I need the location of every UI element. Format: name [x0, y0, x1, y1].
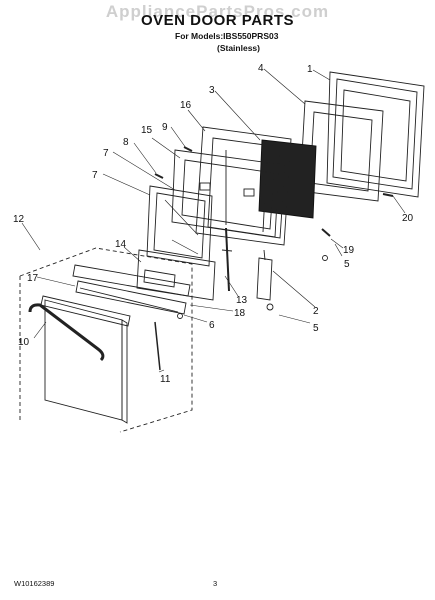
callout-5b: 5 [313, 323, 319, 334]
part-screw-20 [382, 193, 394, 197]
part-glass-front [146, 185, 213, 267]
callout-6: 6 [209, 320, 215, 331]
document-number: W10162389 [14, 579, 55, 588]
callout-1: 1 [307, 64, 313, 75]
callout-15: 15 [141, 125, 153, 136]
callout-5a: 5 [344, 259, 350, 270]
callout-labels: 1 2 3 4 5 5 6 7 7 8 9 10 11 12 13 14 15 … [13, 63, 414, 385]
part-outer-door-assembly [19, 247, 193, 433]
finish-line: (Stainless) [217, 43, 260, 53]
part-top-trim [72, 264, 191, 313]
callout-8: 8 [123, 137, 129, 148]
callout-2: 2 [313, 306, 319, 317]
watermark: AppliancePartsPros.com [105, 2, 330, 21]
part-outer-frame [326, 71, 425, 198]
callout-17: 17 [27, 273, 39, 284]
part-screw-19 [321, 228, 331, 261]
callout-9: 9 [162, 122, 168, 133]
model-line: For Models:IBS550PRS03 [175, 31, 279, 41]
callout-11: 11 [160, 374, 171, 385]
callout-12: 12 [13, 214, 25, 225]
callout-7a: 7 [103, 148, 109, 159]
callout-14: 14 [115, 239, 127, 250]
callout-7b: 7 [92, 170, 98, 181]
part-hinge-rod [221, 227, 233, 292]
page-number: 3 [213, 579, 218, 588]
part-trim-strip [136, 249, 216, 301]
page-title: OVEN DOOR PARTS [140, 12, 295, 29]
callout-4: 4 [258, 63, 264, 74]
callout-20: 20 [402, 213, 414, 224]
part-window-bracket [171, 149, 286, 239]
part-door-front [28, 295, 131, 424]
callout-3: 3 [209, 85, 215, 96]
callout-18: 18 [234, 308, 246, 319]
part-glass-panel [258, 139, 317, 219]
callout-13: 13 [236, 295, 248, 306]
callout-10: 10 [18, 337, 30, 348]
callout-16: 16 [180, 100, 192, 111]
part-hinge [256, 249, 274, 311]
callout-19: 19 [343, 245, 355, 256]
